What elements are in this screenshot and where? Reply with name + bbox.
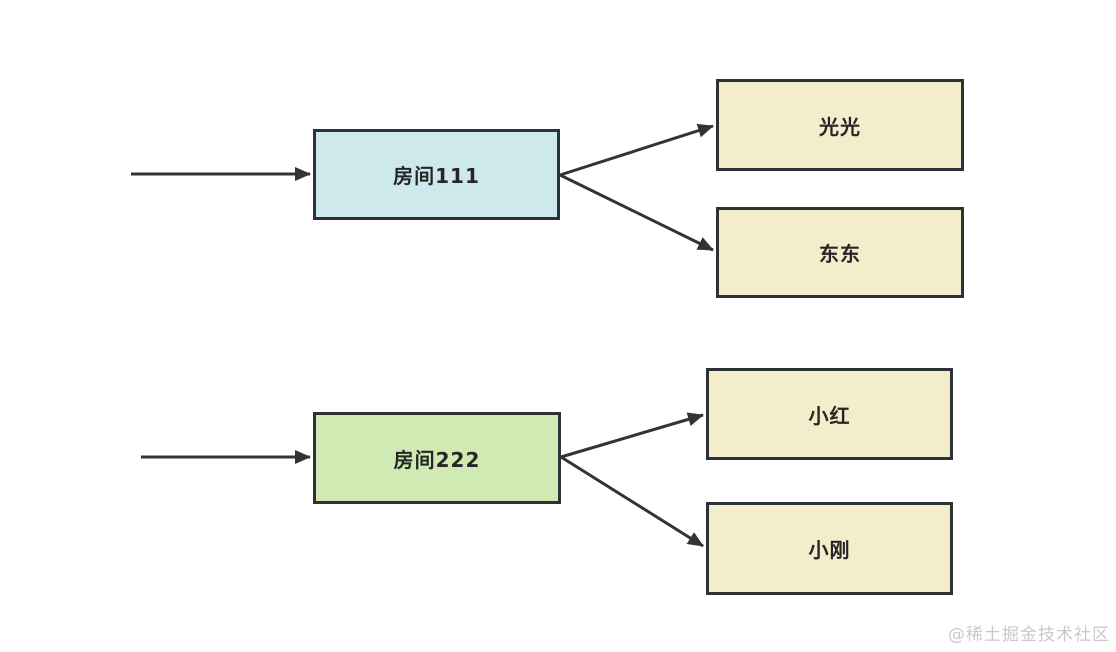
room2-node: 房间222 (313, 412, 561, 504)
member-label: 小刚 (808, 538, 851, 562)
member-label: 光光 (819, 114, 861, 139)
arrow-room1-to-dongdong (559, 173, 714, 252)
member-node-xiaohong: 小红 (706, 368, 953, 460)
member-node-dongdong: 东东 (716, 207, 964, 298)
member-node-guangguang: 光光 (716, 79, 964, 171)
member-label: 小红 (808, 403, 851, 428)
arrow-room2-to-xiaogang (560, 455, 704, 548)
arrow-room1-to-guangguang (559, 123, 714, 177)
room2-label: 房间222 (393, 447, 481, 472)
room1-node: 房间111 (313, 129, 560, 220)
room1-label: 房间111 (393, 164, 480, 188)
member-label: 东东 (819, 242, 861, 266)
arrow-room2-to-xiaohong (560, 412, 704, 459)
watermark: @稀土掘金技术社区 (948, 625, 1110, 645)
member-node-xiaogang: 小刚 (706, 502, 953, 595)
